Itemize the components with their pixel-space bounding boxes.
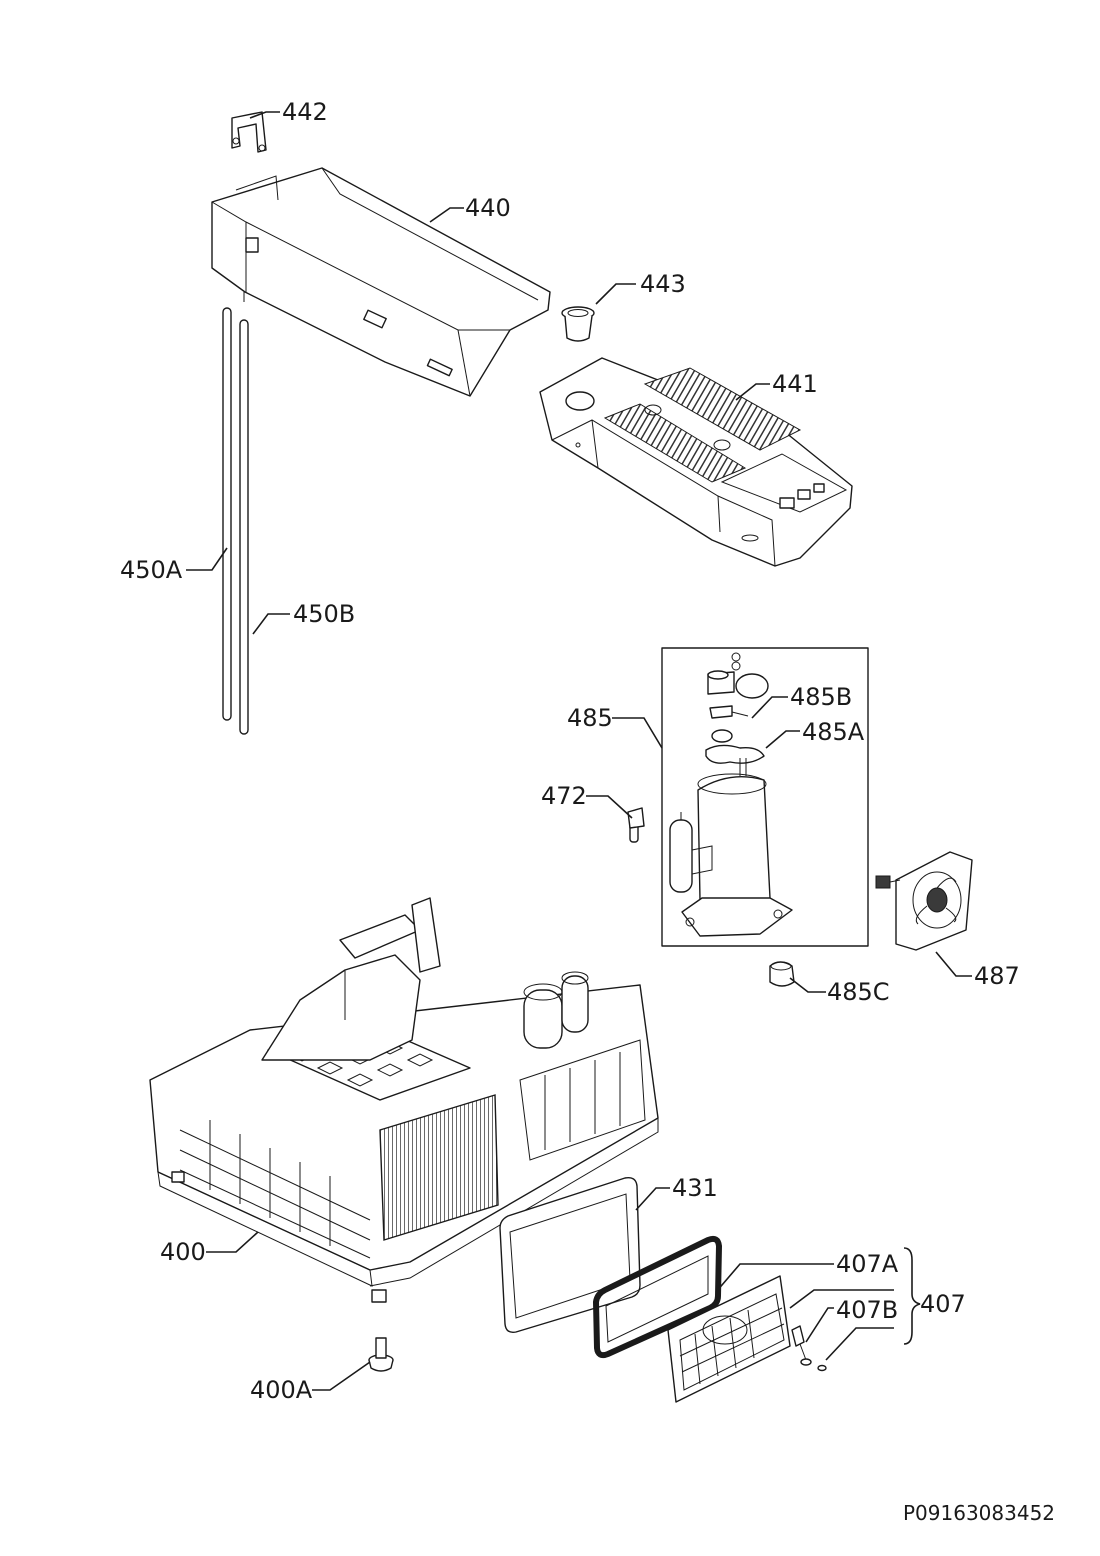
part-472-sensor[interactable]: [627, 807, 645, 843]
label-485C: 485C: [827, 978, 890, 1006]
part-407-grille[interactable]: [667, 1275, 791, 1403]
part-485-compressor-assembly[interactable]: [661, 647, 869, 947]
leader-lines: [186, 111, 972, 1391]
part-407A-frame[interactable]: [592, 1235, 723, 1359]
label-407A: 407A: [836, 1250, 899, 1278]
part-443-cap[interactable]: [561, 306, 595, 342]
label-400A: 400A: [250, 1376, 313, 1404]
label-485A: 485A: [802, 718, 865, 746]
label-400: 400: [160, 1238, 206, 1266]
part-487-fan[interactable]: [875, 851, 973, 951]
part-450A-tube[interactable]: [222, 307, 232, 721]
part-400A-foot[interactable]: [368, 1337, 394, 1372]
label-450B: 450B: [293, 600, 355, 628]
label-450A: 450A: [120, 556, 183, 584]
part-441-top-cover[interactable]: [539, 357, 853, 567]
label-407: 407: [920, 1290, 966, 1318]
part-442-bracket[interactable]: [231, 111, 267, 153]
label-487: 487: [974, 962, 1020, 990]
part-407B-screw[interactable]: [791, 1325, 827, 1372]
label-472: 472: [541, 782, 587, 810]
label-443: 443: [640, 270, 686, 298]
document-id: P09163083452: [903, 1501, 1055, 1525]
part-440-upper-duct[interactable]: [211, 167, 551, 397]
part-400-base-chassis[interactable]: [149, 897, 659, 1303]
label-431: 431: [672, 1174, 718, 1202]
label-440: 440: [465, 194, 511, 222]
label-442: 442: [282, 98, 328, 126]
label-407B: 407B: [836, 1296, 898, 1324]
label-485B: 485B: [790, 683, 852, 711]
part-431-gasket[interactable]: [499, 1176, 641, 1334]
label-441: 441: [772, 370, 818, 398]
label-485: 485: [567, 704, 613, 732]
part-485C-grommet[interactable]: [769, 961, 795, 987]
part-450B-tube[interactable]: [239, 319, 249, 735]
